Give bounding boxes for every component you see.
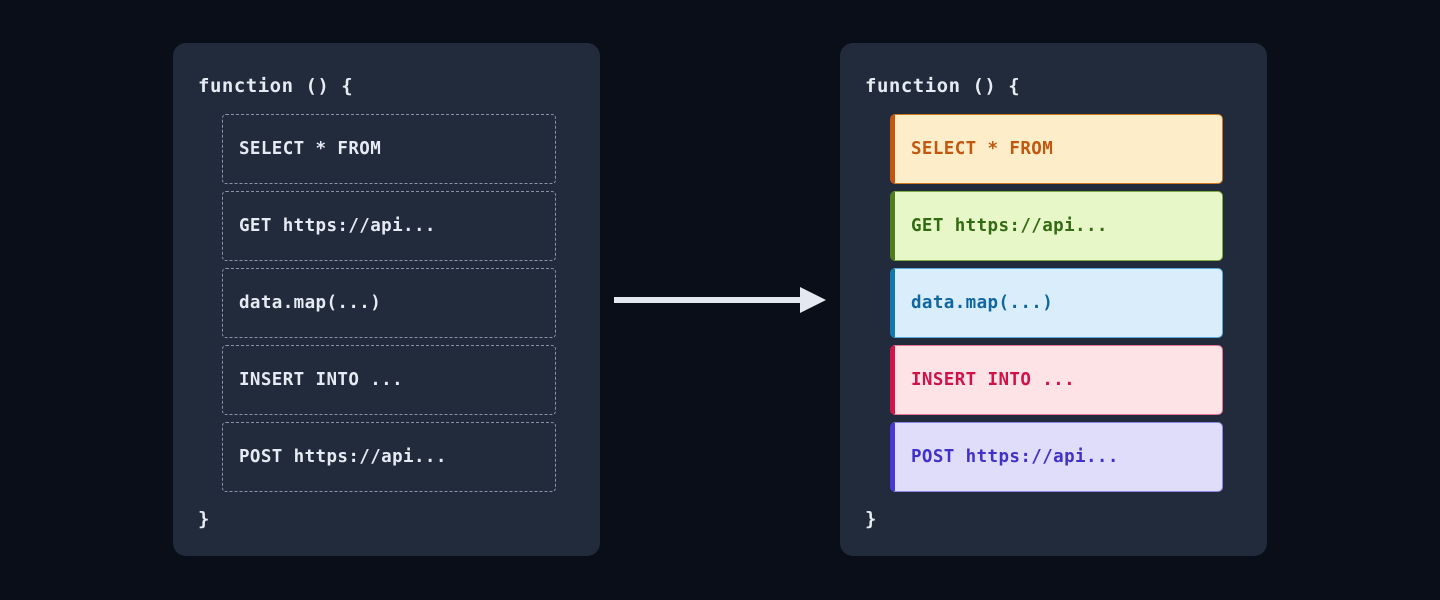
statement-item-tagged[interactable]: data.map(...) <box>890 268 1223 338</box>
statement-item-tagged[interactable]: INSERT INTO ... <box>890 345 1223 415</box>
function-header-before: function () { <box>198 75 354 97</box>
statement-item[interactable]: GET https://api... <box>222 191 556 261</box>
statement-item[interactable]: SELECT * FROM <box>222 114 556 184</box>
statement-item[interactable]: data.map(...) <box>222 268 556 338</box>
function-header-after: function () { <box>865 75 1021 97</box>
statement-item-tagged[interactable]: POST https://api... <box>890 422 1223 492</box>
arrow-right-glyph <box>614 287 826 313</box>
arrow-right-icon <box>614 285 827 315</box>
statement-list-after: SELECT * FROM GET https://api... data.ma… <box>890 114 1223 492</box>
function-footer-after: } <box>865 508 877 530</box>
panel-after: function () { SELECT * FROM GET https://… <box>840 43 1267 556</box>
function-footer-before: } <box>198 508 210 530</box>
arrow-shaft <box>614 297 804 303</box>
statement-item[interactable]: INSERT INTO ... <box>222 345 556 415</box>
statement-list-before: SELECT * FROM GET https://api... data.ma… <box>222 114 556 492</box>
statement-item-tagged[interactable]: SELECT * FROM <box>890 114 1223 184</box>
arrow-head <box>800 287 826 313</box>
panel-before: function () { SELECT * FROM GET https://… <box>173 43 600 556</box>
statement-item[interactable]: POST https://api... <box>222 422 556 492</box>
statement-item-tagged[interactable]: GET https://api... <box>890 191 1223 261</box>
